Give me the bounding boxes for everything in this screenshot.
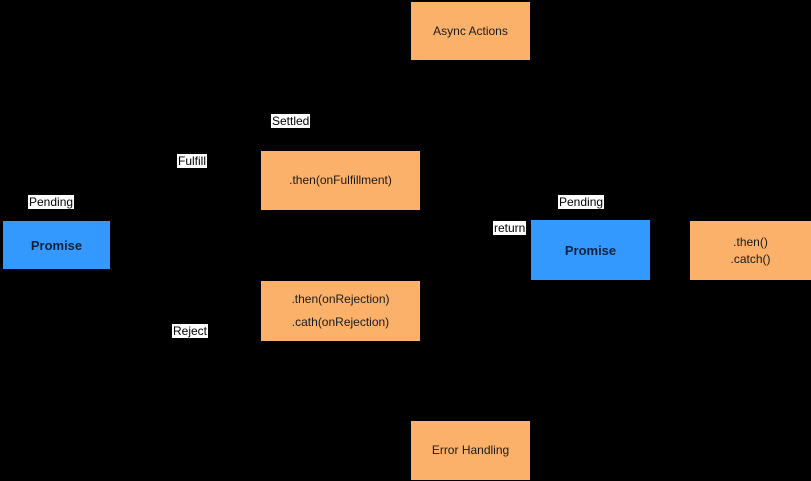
node-then-catch: .then() .catch() [690,221,811,280]
node-async-actions-label: Async Actions [433,23,508,38]
node-promise-pending: Promise [3,221,110,269]
node-promise-returned-label: Promise [564,242,617,258]
node-then-catch-line2: .catch() [730,251,771,266]
label-settled: Settled [271,114,311,128]
node-then-catch-line1: .then() [733,234,768,249]
label-pending-right: Pending [558,195,605,209]
node-then-onfulfillment-label: .then(onFulfillment) [289,173,392,187]
label-reject: Reject [172,324,209,338]
node-error-handling-label: Error Handling [431,443,510,457]
label-pending-left: Pending [28,195,75,209]
node-then-onrejection-line2: .cath(onRejection) [291,315,390,329]
label-fulfill: Fulfill [177,154,208,168]
node-then-onfulfillment: .then(onFulfillment) [261,151,420,210]
node-error-handling: Error Handling [411,421,530,480]
node-promise-returned: Promise [531,220,650,280]
node-then-onrejection: .then(onRejection) .cath(onRejection) [261,281,420,341]
node-async-actions: Async Actions [411,2,530,60]
node-promise-pending-label: Promise [30,237,83,253]
label-return: return [493,221,527,235]
node-then-onrejection-line1: .then(onRejection) [291,292,390,306]
